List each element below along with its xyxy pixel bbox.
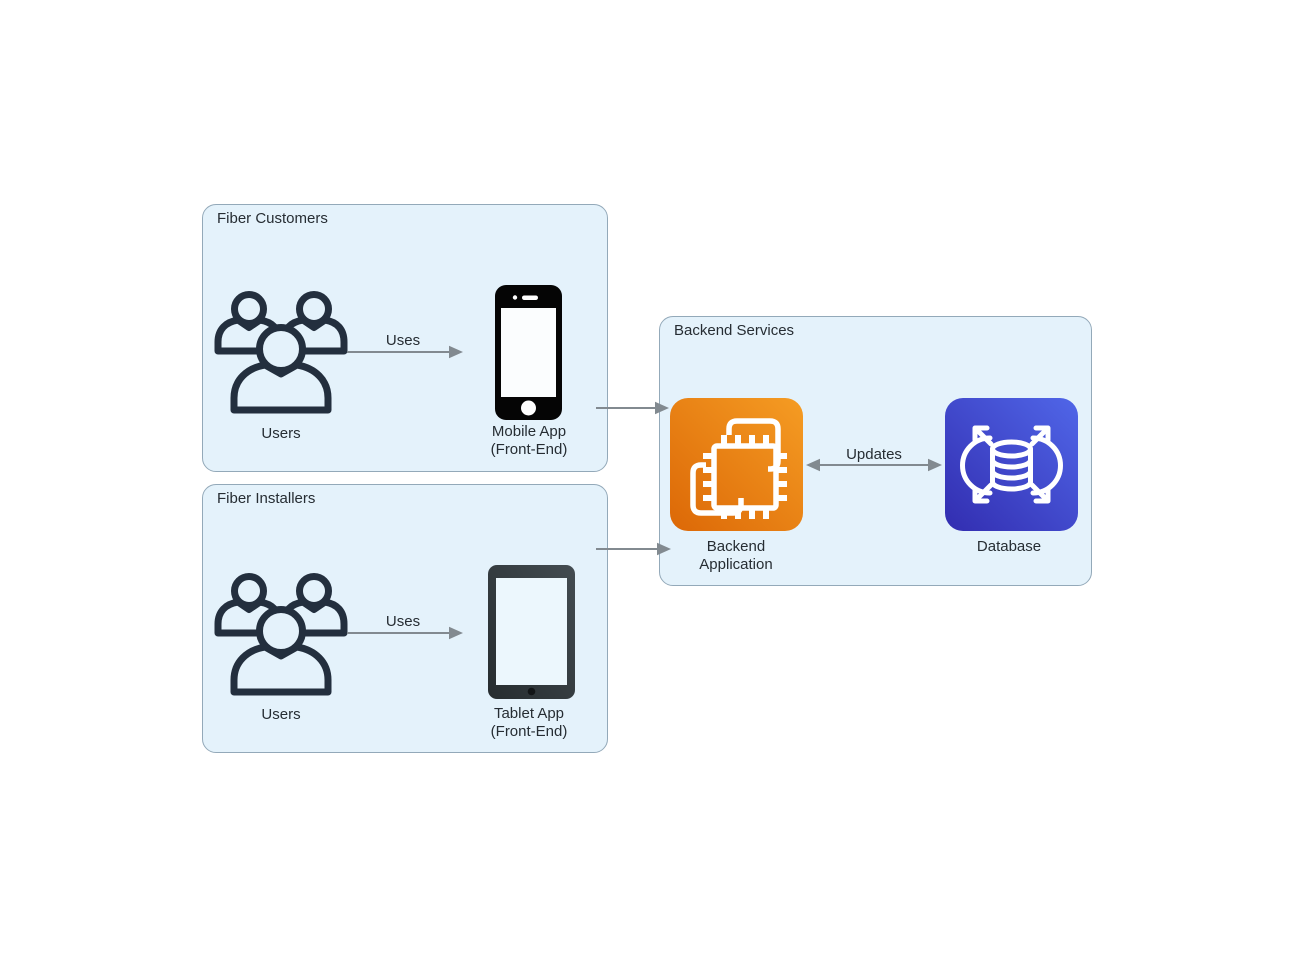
group-title-backend-services: Backend Services	[674, 322, 795, 339]
backend-application-chip-icon	[670, 398, 803, 531]
group-title-fiber-customers: Fiber Customers	[217, 210, 328, 227]
users-icon	[214, 563, 348, 697]
tablet-icon	[488, 565, 575, 699]
edge-label-uses-installers: Uses	[385, 613, 421, 630]
edge-label-updates: Updates	[846, 446, 902, 463]
group-title-fiber-installers: Fiber Installers	[217, 490, 316, 507]
database-icon	[945, 398, 1078, 531]
database-label: Database	[976, 538, 1042, 555]
tablet-app-label: Tablet App (Front-End)	[490, 705, 568, 740]
edge-label-uses-customers: Uses	[385, 332, 421, 349]
users-customers-label: Users	[261, 425, 301, 442]
mobile-phone-icon	[495, 285, 562, 420]
users-icon	[214, 281, 348, 415]
mobile-app-label: Mobile App (Front-End)	[490, 423, 568, 458]
backend-application-label: Backend Application	[699, 538, 773, 573]
users-installers-label: Users	[261, 706, 301, 723]
